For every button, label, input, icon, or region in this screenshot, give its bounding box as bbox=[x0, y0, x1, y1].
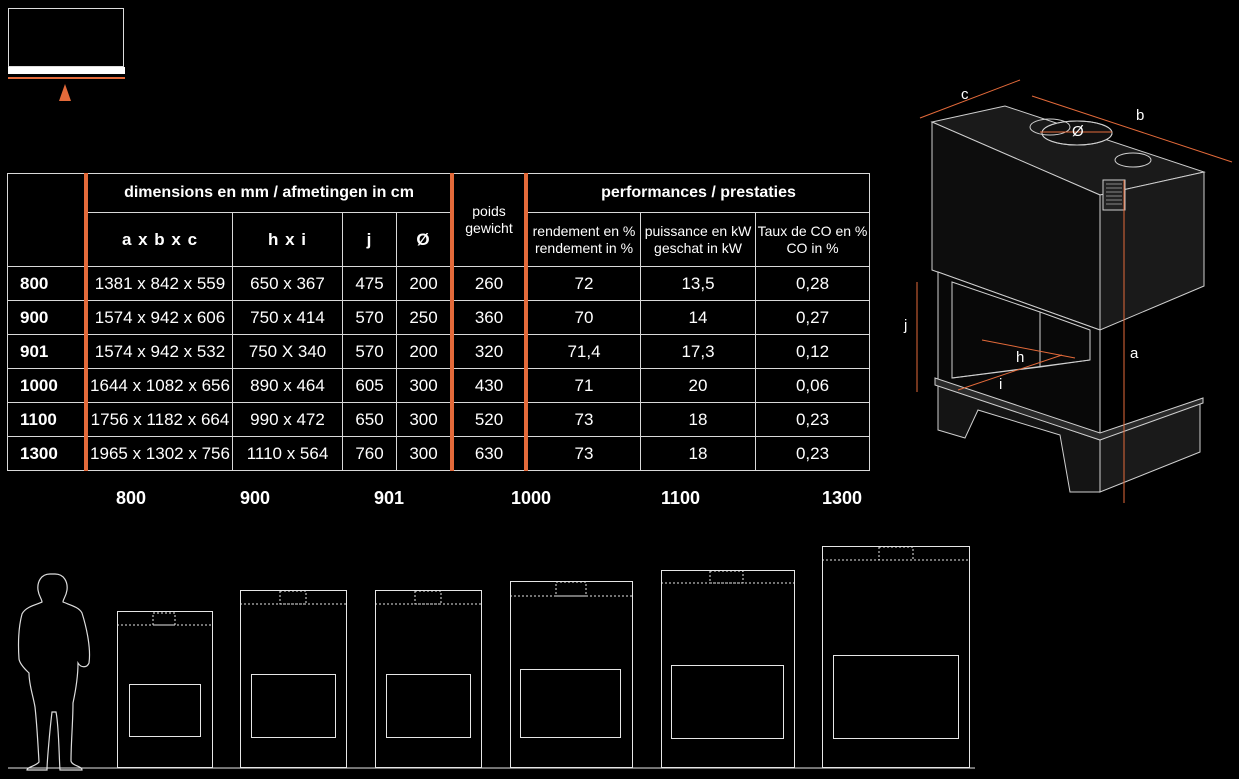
cell-rend: 71,4 bbox=[524, 334, 641, 369]
co-fr: Taux de CO en % bbox=[757, 222, 868, 239]
cell-poids: 630 bbox=[450, 436, 527, 471]
dimensions-header: dimensions en mm / afmetingen in cm bbox=[84, 173, 453, 213]
dim-label-b: b bbox=[1136, 107, 1144, 124]
cell-poids: 260 bbox=[450, 266, 527, 301]
cell-hi: 1110 x 564 bbox=[232, 436, 343, 471]
dim-label-c: c bbox=[961, 86, 969, 103]
cell-puis: 17,3 bbox=[640, 334, 756, 369]
front-elevations bbox=[8, 546, 975, 771]
model-label-1300: 1300 bbox=[822, 488, 863, 508]
poids-header: poids gewicht bbox=[450, 173, 527, 267]
rendement-header: rendement en % rendement in % bbox=[524, 212, 641, 267]
phi-header: Ø bbox=[396, 212, 453, 267]
cell-j: 570 bbox=[342, 300, 397, 335]
model-label-800: 800 bbox=[116, 488, 147, 508]
cell-rend: 73 bbox=[524, 436, 641, 471]
cell-rend: 70 bbox=[524, 300, 641, 335]
cell-hi: 890 x 464 bbox=[232, 368, 343, 403]
cell-abc: 1644 x 1082 x 656 bbox=[84, 368, 233, 403]
co-nl: CO in % bbox=[786, 239, 839, 256]
dim-label-j: j bbox=[903, 317, 907, 334]
j-header: j bbox=[342, 212, 397, 267]
cell-j: 605 bbox=[342, 368, 397, 403]
corner-cell bbox=[7, 173, 87, 267]
cell-rend: 73 bbox=[524, 402, 641, 437]
model-label-1000: 1000 bbox=[511, 488, 552, 508]
cell-model: 900 bbox=[7, 300, 87, 335]
cell-puis: 20 bbox=[640, 368, 756, 403]
cell-model: 1300 bbox=[7, 436, 87, 471]
cell-poids: 360 bbox=[450, 300, 527, 335]
cell-phi: 300 bbox=[396, 402, 453, 437]
dim-label-phi: Ø bbox=[1072, 123, 1084, 140]
person-silhouette-icon bbox=[17, 573, 91, 771]
cell-j: 650 bbox=[342, 402, 397, 437]
cell-phi: 300 bbox=[396, 368, 453, 403]
cell-abc: 1756 x 1182 x 664 bbox=[84, 402, 233, 437]
model-label-901: 901 bbox=[374, 488, 405, 508]
cell-poids: 320 bbox=[450, 334, 527, 369]
cell-model: 1000 bbox=[7, 368, 87, 403]
cell-rend: 72 bbox=[524, 266, 641, 301]
cell-rend: 71 bbox=[524, 368, 641, 403]
cell-puis: 18 bbox=[640, 436, 756, 471]
fireplace-isometric-diagram: c b Ø j a h i bbox=[903, 79, 1233, 503]
poids-label: poids bbox=[472, 203, 506, 219]
cell-abc: 1574 x 942 x 606 bbox=[84, 300, 233, 335]
cell-hi: 650 x 367 bbox=[232, 266, 343, 301]
cell-co: 0,27 bbox=[755, 300, 870, 335]
cell-poids: 520 bbox=[450, 402, 527, 437]
rendement-nl: rendement in % bbox=[534, 239, 634, 256]
abc-header: a x b x c bbox=[84, 212, 233, 267]
dim-label-h: h bbox=[1016, 349, 1024, 366]
cell-j: 475 bbox=[342, 266, 397, 301]
rendement-fr: rendement en % bbox=[532, 222, 636, 239]
cell-j: 570 bbox=[342, 334, 397, 369]
performances-header: performances / prestaties bbox=[524, 173, 870, 213]
puissance-header: puissance en kW geschat in kW bbox=[640, 212, 756, 267]
spec-table: dimensions en mm / afmetingen in cm poid… bbox=[7, 173, 870, 471]
cell-phi: 300 bbox=[396, 436, 453, 471]
cell-co: 0,12 bbox=[755, 334, 870, 369]
puissance-fr: puissance en kW bbox=[644, 222, 752, 239]
cell-phi: 200 bbox=[396, 266, 453, 301]
cell-model: 800 bbox=[7, 266, 87, 301]
dim-label-i: i bbox=[999, 376, 1002, 393]
cell-puis: 14 bbox=[640, 300, 756, 335]
cell-model: 1100 bbox=[7, 402, 87, 437]
cell-hi: 750 X 340 bbox=[232, 334, 343, 369]
cell-j: 760 bbox=[342, 436, 397, 471]
dim-label-a: a bbox=[1130, 345, 1139, 362]
cell-co: 0,23 bbox=[755, 402, 870, 437]
hi-header: h x i bbox=[232, 212, 343, 267]
cell-co: 0,23 bbox=[755, 436, 870, 471]
co-header: Taux de CO en % CO in % bbox=[755, 212, 870, 267]
puissance-nl: geschat in kW bbox=[654, 239, 742, 256]
cell-abc: 1965 x 1302 x 756 bbox=[84, 436, 233, 471]
cell-puis: 18 bbox=[640, 402, 756, 437]
cell-co: 0,06 bbox=[755, 368, 870, 403]
model-label-1100: 1100 bbox=[661, 488, 701, 508]
cell-model: 901 bbox=[7, 334, 87, 369]
cell-co: 0,28 bbox=[755, 266, 870, 301]
cell-phi: 250 bbox=[396, 300, 453, 335]
front-view-marker-icon bbox=[8, 8, 125, 101]
gewicht-label: gewicht bbox=[465, 220, 513, 236]
cell-puis: 13,5 bbox=[640, 266, 756, 301]
cell-abc: 1574 x 942 x 532 bbox=[84, 334, 233, 369]
cell-phi: 200 bbox=[396, 334, 453, 369]
cell-hi: 990 x 472 bbox=[232, 402, 343, 437]
cell-poids: 430 bbox=[450, 368, 527, 403]
cell-hi: 750 x 414 bbox=[232, 300, 343, 335]
cell-abc: 1381 x 842 x 559 bbox=[84, 266, 233, 301]
model-label-900: 900 bbox=[240, 488, 271, 508]
